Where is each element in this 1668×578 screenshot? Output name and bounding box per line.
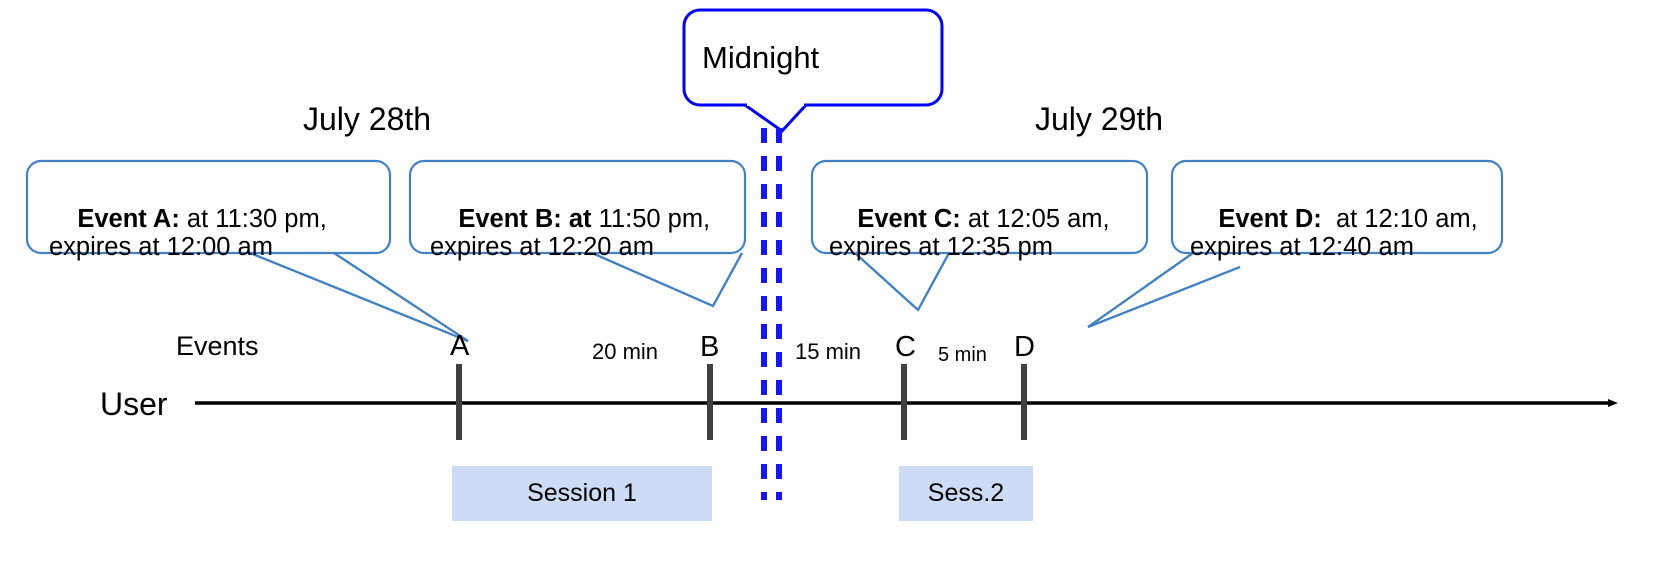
midnight-bubble bbox=[682, 8, 944, 133]
interval-label-c-d: 5 min bbox=[938, 344, 987, 366]
callout-rest-event-c: at 12:05 am, expires at 12:35 pm bbox=[829, 204, 1110, 262]
callout-box-b bbox=[408, 159, 747, 255]
date-label-july-29: July 29th bbox=[1035, 101, 1164, 137]
interval-label-b-c: 15 min bbox=[795, 339, 862, 364]
session-box-1: Session 1 bbox=[452, 466, 712, 521]
midnight-label: Midnight bbox=[702, 40, 820, 75]
tick-label-c: C bbox=[895, 331, 916, 363]
callout-rest-event-a: at 11:30 pm, expires at 12:00 am bbox=[49, 204, 327, 262]
callout-box-c bbox=[810, 159, 1149, 255]
session-box-2: Sess.2 bbox=[899, 466, 1033, 521]
tick-label-a: A bbox=[450, 330, 470, 362]
axis-label-user: User bbox=[100, 386, 168, 422]
tick-label-b: B bbox=[700, 331, 720, 363]
midnight-divider bbox=[761, 128, 782, 500]
callout-box-a bbox=[25, 159, 392, 255]
tick-label-d: D bbox=[1014, 331, 1035, 363]
session-label-1: Session 1 bbox=[527, 479, 637, 507]
midnight-bubble-tail bbox=[744, 103, 808, 133]
callout-text-event-c: Event C: at 12:05 am, expires at 12:35 p… bbox=[829, 176, 1134, 290]
callout-text-event-b: Event B: at 11:50 pm, expires at 12:20 a… bbox=[430, 176, 730, 290]
midnight-bubble-box bbox=[682, 8, 944, 107]
callout-box-d bbox=[1170, 159, 1504, 255]
callout-tails bbox=[249, 251, 1241, 343]
callout-tail-d bbox=[1087, 252, 1241, 329]
callout-text-event-d: Event D: at 12:10 am, expires at 12:40 a… bbox=[1190, 176, 1490, 290]
callout-tail-c bbox=[854, 252, 950, 312]
callout-bold-event-b: Event B: at bbox=[458, 204, 592, 233]
callout-text-event-a: Event A: at 11:30 pm, expires at 12:00 a… bbox=[49, 176, 379, 290]
session-label-2: Sess.2 bbox=[927, 479, 1005, 507]
callout-bold-event-d: Event D: bbox=[1218, 204, 1322, 233]
callout-bold-event-c: Event C: bbox=[857, 204, 961, 233]
callout-boxes bbox=[25, 159, 1504, 255]
date-label-july-28: July 28th bbox=[303, 101, 432, 137]
callout-bold-event-a: Event A: bbox=[77, 204, 180, 233]
callout-tail-a bbox=[249, 251, 469, 343]
callout-tail-b bbox=[591, 251, 743, 308]
interval-label-a-b: 20 min bbox=[592, 339, 659, 364]
event-ticks bbox=[456, 364, 1027, 440]
axis-label-events: Events bbox=[176, 331, 259, 361]
callout-rest-event-d: at 12:10 am, expires at 12:40 am bbox=[1190, 204, 1478, 262]
callout-rest-event-b: 11:50 pm, expires at 12:20 am bbox=[430, 204, 711, 262]
